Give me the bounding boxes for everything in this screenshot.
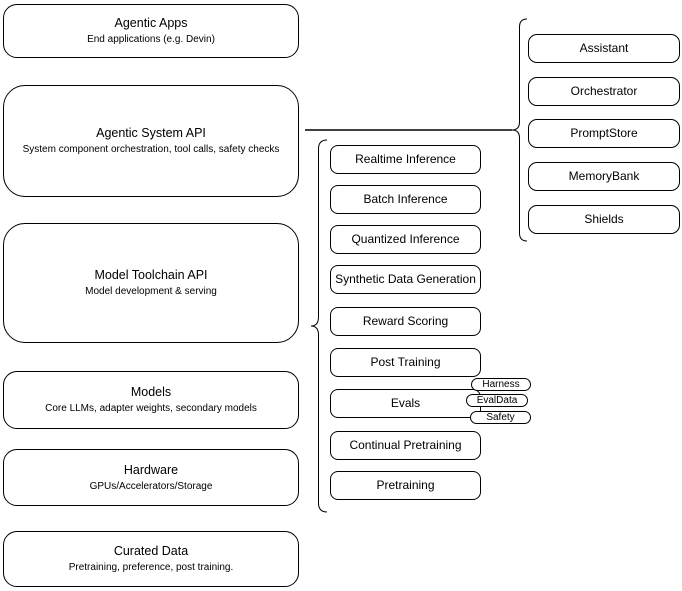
service-box-batch-inference: Batch Inference xyxy=(330,185,481,214)
service-box-pretraining: Pretraining xyxy=(330,471,481,500)
layer-title: Model Toolchain API xyxy=(94,268,208,282)
eval-tag-evaldata: EvalData xyxy=(466,394,528,407)
component-box-assistant: Assistant xyxy=(528,34,680,63)
component-box-shields: Shields xyxy=(528,205,680,234)
service-box-evals: Evals xyxy=(330,389,481,418)
service-box-reward-scoring: Reward Scoring xyxy=(330,307,481,336)
layer-subtitle: Model development & serving xyxy=(85,286,217,297)
layer-title: Agentic Apps xyxy=(114,16,188,30)
layer-box-curated-data: Curated Data Pretraining, preference, po… xyxy=(3,531,299,587)
components-brace xyxy=(511,18,528,242)
service-box-continual-pretraining: Continual Pretraining xyxy=(330,431,481,460)
layer-title: Models xyxy=(130,385,172,399)
layer-box-agentic-apps: Agentic Apps End applications (e.g. Devi… xyxy=(3,4,299,58)
service-box-synthetic-data-generation: Synthetic Data Generation xyxy=(330,265,481,294)
service-box-quantized-inference: Quantized Inference xyxy=(330,225,481,254)
layer-box-agentic-system-api: Agentic System API System component orch… xyxy=(3,85,299,197)
layer-box-models: Models Core LLMs, adapter weights, secon… xyxy=(3,371,299,429)
layer-title: Agentic System API xyxy=(96,126,206,140)
layer-title: Curated Data xyxy=(113,544,189,558)
toolchain-brace xyxy=(310,139,328,513)
layer-subtitle: End applications (e.g. Devin) xyxy=(87,34,215,45)
service-box-post-training: Post Training xyxy=(330,348,481,377)
component-box-orchestrator: Orchestrator xyxy=(528,77,680,106)
layer-box-model-toolchain-api: Model Toolchain API Model development & … xyxy=(3,223,299,343)
eval-tag-harness: Harness xyxy=(471,378,531,391)
eval-tag-safety: Safety xyxy=(470,411,531,424)
layer-subtitle: System component orchestration, tool cal… xyxy=(22,144,280,155)
layer-subtitle: Pretraining, preference, post training. xyxy=(68,562,234,573)
component-box-promptstore: PromptStore xyxy=(528,119,680,148)
layer-title: Hardware xyxy=(123,462,179,477)
layer-subtitle: Core LLMs, adapter weights, secondary mo… xyxy=(45,403,257,414)
layer-box-hardware: Hardware GPUs/Accelerators/Storage xyxy=(3,449,299,506)
component-box-memorybank: MemoryBank xyxy=(528,162,680,191)
service-box-realtime-inference: Realtime Inference xyxy=(330,145,481,174)
layer-subtitle: GPUs/Accelerators/Storage xyxy=(89,480,213,492)
